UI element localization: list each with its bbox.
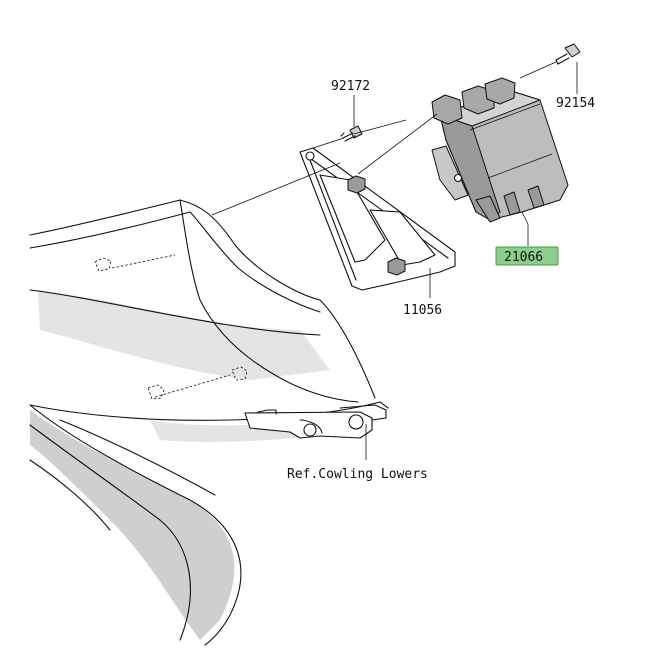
bolt-92154 — [555, 43, 581, 65]
cowling-panel — [29, 199, 389, 646]
callout-92172: 92172 — [331, 79, 370, 94]
callout-11056: 11056 — [403, 303, 442, 318]
reference-label: Ref.Cowling Lowers — [287, 467, 428, 482]
callout-92154: 92154 — [556, 96, 595, 111]
module-unit — [431, 77, 569, 223]
callout-21066-highlight — [495, 246, 559, 266]
callout-21066: 21066 — [504, 250, 543, 265]
bracket-plate — [299, 147, 456, 291]
bolt-92172 — [340, 125, 363, 142]
alignment-lines — [211, 61, 578, 460]
